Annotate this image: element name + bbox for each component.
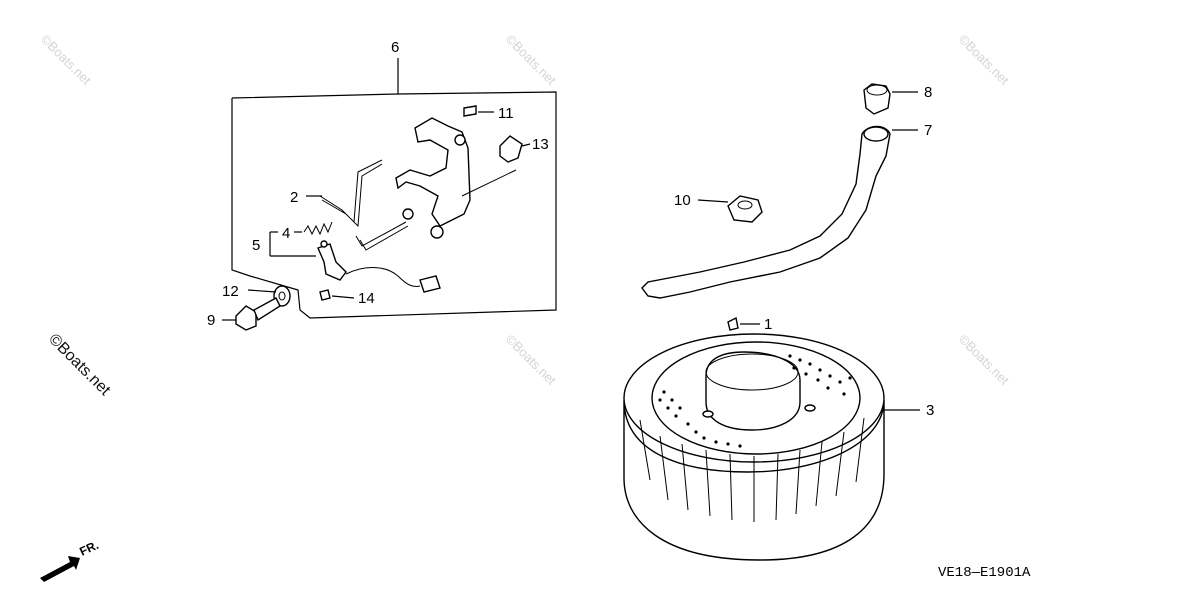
- flywheel-hub-top: [705, 353, 799, 391]
- flywheel-vent-holes: [658, 354, 852, 448]
- spring-4[interactable]: [303, 221, 333, 236]
- washer-12-hole: [278, 291, 286, 301]
- callout-5[interactable]: 5: [252, 237, 260, 254]
- woodruff-key-1[interactable]: [727, 316, 739, 331]
- bracket-hole-left: [402, 208, 414, 220]
- governor-assembly-group: 6 11 13 2 4 5 14: [231, 39, 557, 319]
- watermark-top-right: ©Boats.net: [956, 32, 1012, 88]
- leader-12: [247, 289, 277, 293]
- screw-14[interactable]: [319, 289, 331, 301]
- callout-12[interactable]: 12: [222, 283, 239, 300]
- key-1-group: 1: [727, 316, 772, 333]
- callout-7[interactable]: 7: [924, 122, 932, 139]
- stop-switch[interactable]: [317, 243, 347, 281]
- watermark-top-left: ©Boats.net: [38, 32, 94, 88]
- watermark-top-center: ©Boats.net: [503, 32, 559, 88]
- bracket-hole-top: [454, 134, 466, 146]
- watermarks: ©Boats.net ©Boats.net ©Boats.net ©Boats.…: [38, 32, 1012, 400]
- callout-3[interactable]: 3: [926, 402, 934, 419]
- callout-11[interactable]: 11: [498, 105, 514, 122]
- washer-12-group: 12: [222, 283, 291, 307]
- callout-4[interactable]: 4: [282, 225, 290, 242]
- flywheel-hole-left: [702, 410, 714, 418]
- bracket-link: [461, 169, 517, 197]
- stop-switch-wire: [345, 267, 421, 287]
- flywheel-3-group: 3: [623, 333, 934, 561]
- bolt-9-group: 9: [207, 297, 281, 331]
- watermark-mid-center: ©Boats.net: [503, 332, 559, 388]
- front-label: FR.: [77, 538, 100, 559]
- callout-9[interactable]: 9: [207, 312, 215, 329]
- stop-switch-pin: [320, 240, 328, 248]
- front-arrow-icon: [40, 556, 80, 582]
- coil-arm-7[interactable]: [641, 125, 891, 299]
- callout-10[interactable]: 10: [674, 192, 691, 209]
- leader-14: [331, 295, 355, 299]
- wire-terminal: [419, 275, 441, 293]
- coil-arm-7-eye: [863, 126, 889, 142]
- callout-1[interactable]: 1: [764, 316, 772, 333]
- bracket-hole-bottom: [430, 225, 444, 239]
- nut-10-hole: [737, 200, 753, 210]
- flywheel-hole-right: [804, 404, 816, 412]
- governor-rod-2[interactable]: [319, 159, 409, 251]
- flywheel-fins: [639, 417, 865, 522]
- washer-11[interactable]: [463, 105, 477, 117]
- watermark-mid-right: ©Boats.net: [956, 332, 1012, 388]
- front-indicator: FR.: [40, 538, 101, 582]
- watermark-left-dark: ©Boats.net: [45, 331, 114, 400]
- diagram-code: VE18—E1901A: [938, 565, 1031, 581]
- bolt-9-shank: [253, 297, 281, 322]
- collar-8-top: [866, 84, 888, 96]
- callout-14[interactable]: 14: [358, 290, 375, 307]
- collar-8[interactable]: [863, 83, 891, 115]
- assembly-outline: [231, 91, 557, 319]
- callout-8[interactable]: 8: [924, 84, 932, 101]
- leader-13: [521, 143, 531, 147]
- flywheel-hub: [705, 351, 801, 431]
- callout-6[interactable]: 6: [391, 39, 399, 56]
- clip-13[interactable]: [499, 135, 523, 163]
- leader-10: [697, 199, 729, 203]
- callout-13[interactable]: 13: [532, 136, 549, 153]
- callout-2[interactable]: 2: [290, 189, 298, 206]
- bolt-9-head[interactable]: [235, 305, 257, 331]
- coil-arm-group: 8 7 10: [641, 83, 932, 299]
